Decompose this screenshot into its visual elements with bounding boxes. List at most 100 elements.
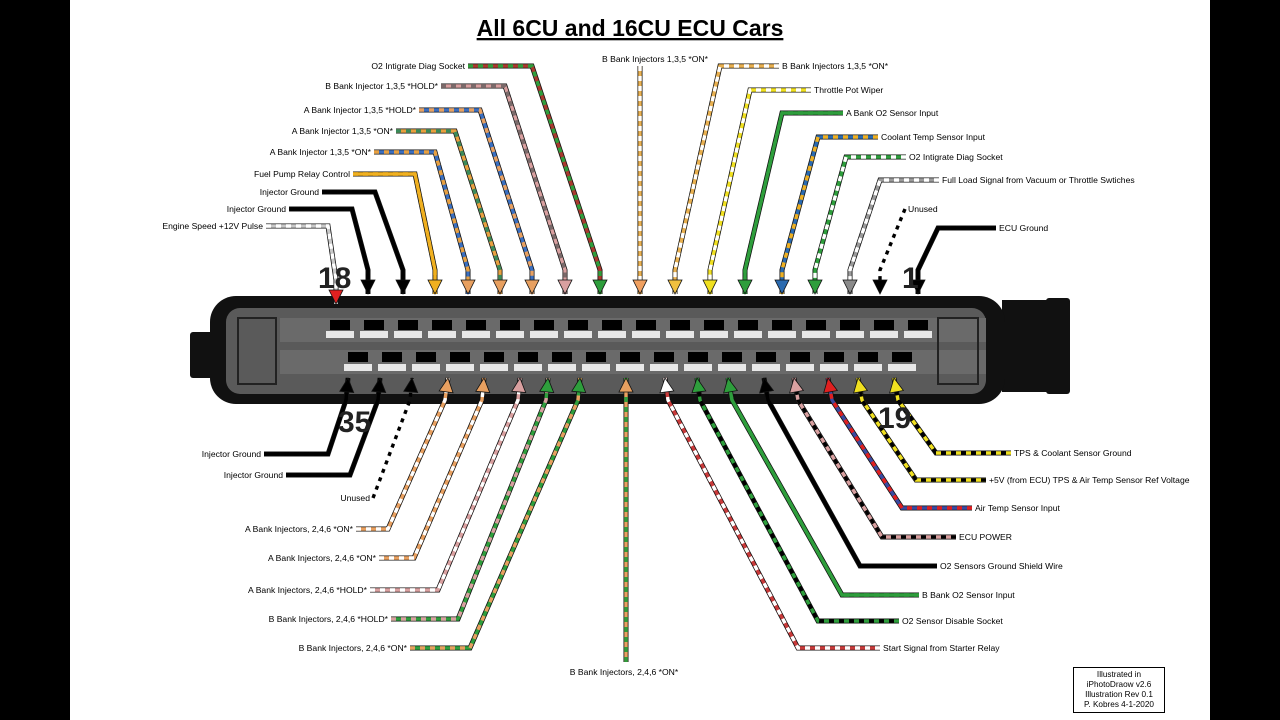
pin-slot-top: [840, 320, 860, 330]
wire-stripe-color: [266, 224, 338, 304]
pin-slot-bottom: [688, 352, 708, 362]
wire-label: O2 Intigrate Diag Socket: [371, 61, 465, 71]
wire-arrow: [889, 377, 905, 394]
credit-line: P. Kobres 4-1-2020: [1084, 700, 1154, 709]
wire: A Bank Injectors, 2,4,6 *HOLD*: [248, 377, 527, 595]
wire-arrow: [395, 279, 411, 295]
wire: O2 Sensors Ground Shield Wire: [759, 377, 1063, 571]
pin-slot-bottom: [518, 352, 538, 362]
pin-slot-top: [636, 320, 656, 330]
pin-slot-bottom: [416, 352, 436, 362]
pin-contact-top: [564, 331, 592, 338]
wire-stripe-color: [780, 135, 878, 294]
wire-stripe-color: [289, 207, 370, 294]
wire: Injector Ground: [202, 377, 355, 459]
pin-slot-top: [806, 320, 826, 330]
wire-label: ECU POWER: [959, 532, 1012, 542]
pin-slot-bottom: [722, 352, 742, 362]
pin-contact-top: [666, 331, 694, 338]
wire-label: O2 Sensor Disable Socket: [902, 616, 1003, 626]
wire-arrow: [328, 289, 344, 305]
wire-label: Injector Ground: [260, 187, 319, 197]
wire-arrow: [667, 279, 683, 295]
wire-arrow: [492, 279, 508, 295]
wire-label: Injector Ground: [224, 470, 283, 480]
pin-contact-bottom: [480, 364, 508, 371]
wire: B Bank Injectors 1,3,5 *ON*: [602, 54, 709, 295]
wire-arrow: [691, 377, 707, 394]
pin-number-35: 35: [338, 406, 371, 439]
pin-slot-top: [398, 320, 418, 330]
pin-contact-bottom: [650, 364, 678, 371]
wire-stripe-color: [695, 377, 899, 623]
wire-arrow: [557, 279, 573, 295]
wire-primary-color: [441, 84, 567, 294]
pin-contact-top: [836, 331, 864, 338]
pin-contact-bottom: [344, 364, 372, 371]
pin-contact-bottom: [684, 364, 712, 371]
pin-contact-bottom: [718, 364, 746, 371]
wire-label: B Bank Injectors, 2,4,6 *HOLD*: [269, 614, 389, 624]
wire-label: Coolant Temp Sensor Input: [881, 132, 986, 142]
wire-label: Start Signal from Starter Relay: [883, 643, 1000, 653]
wire-stripe-color: [391, 377, 550, 621]
wire-arrow: [360, 279, 376, 295]
wire-stripe-color: [370, 377, 522, 592]
wire-arrow: [403, 377, 419, 394]
pin-slot-top: [602, 320, 622, 330]
wire-arrow: [823, 377, 839, 394]
wire-stripe-color: [663, 377, 880, 650]
wire: Air Temp Sensor Input: [823, 377, 1060, 513]
wire: A Bank Injectors, 2,4,6 *ON*: [245, 377, 454, 534]
wire-label: A Bank Injector 1,3,5 *HOLD*: [304, 105, 417, 115]
wire-arrow: [723, 377, 739, 394]
pin-contact-top: [700, 331, 728, 338]
wire-arrow: [618, 377, 634, 393]
diagram-title: All 6CU and 16CU ECU Cars: [477, 15, 784, 41]
wire-label: Engine Speed +12V Pulse: [162, 221, 263, 231]
wire-outline: [441, 83, 568, 294]
wire-primary-color: [673, 64, 779, 294]
wire-arrow: [807, 279, 823, 295]
wiring-diagram: All 6CU and 16CU ECU Cars O2 Intigrate D…: [162, 15, 1189, 677]
pin-contact-bottom: [888, 364, 916, 371]
wire-stripe-color: [743, 111, 843, 294]
wire-arrow: [759, 377, 775, 394]
credit-line: iPhotoDraow v2.6: [1086, 680, 1152, 689]
wire-label: TPS & Coolant Sensor Ground: [1014, 448, 1132, 458]
pin-slot-top: [432, 320, 452, 330]
pin-slot-bottom: [824, 352, 844, 362]
wire-label: Unused: [908, 204, 938, 214]
pin-slot-bottom: [858, 352, 878, 362]
wire: B Bank Injectors, 2,4,6 *HOLD*: [269, 377, 555, 624]
wire-arrow: [339, 377, 355, 394]
wire-stripe-color: [322, 190, 405, 294]
wire: B Bank Injectors 1,3,5 *ON*: [667, 61, 889, 295]
pin-number-19: 19: [878, 402, 911, 435]
pin-slot-top: [772, 320, 792, 330]
wire-label: B Bank O2 Sensor Input: [922, 590, 1015, 600]
wire-primary-color: [391, 377, 550, 621]
wire-arrow: [659, 377, 675, 394]
connector-key-left: [237, 317, 277, 385]
wire-arrow: [737, 279, 753, 295]
pin-contact-bottom: [854, 364, 882, 371]
pin-contact-bottom: [616, 364, 644, 371]
pin-contact-top: [802, 331, 830, 338]
pin-contact-top: [768, 331, 796, 338]
wire-arrow: [842, 279, 858, 295]
wire-arrow: [438, 377, 454, 394]
wire-label: Fuel Pump Relay Control: [254, 169, 350, 179]
wire-label: B Bank Injectors 1,3,5 *ON*: [782, 61, 889, 71]
wire: ECU POWER: [789, 377, 1012, 542]
wire-outline: [672, 63, 779, 294]
wire-stripe-color: [374, 150, 470, 294]
wire-arrow: [571, 377, 587, 394]
wire-label: A Bank Injectors, 2,4,6 *ON*: [245, 524, 354, 534]
pin-slot-bottom: [620, 352, 640, 362]
pin-slot-top: [704, 320, 724, 330]
wire: Coolant Temp Sensor Input: [774, 132, 986, 295]
wire: Throttle Pot Wiper: [702, 85, 883, 295]
wire: A Bank Injectors, 2,4,6 *ON*: [268, 377, 491, 563]
